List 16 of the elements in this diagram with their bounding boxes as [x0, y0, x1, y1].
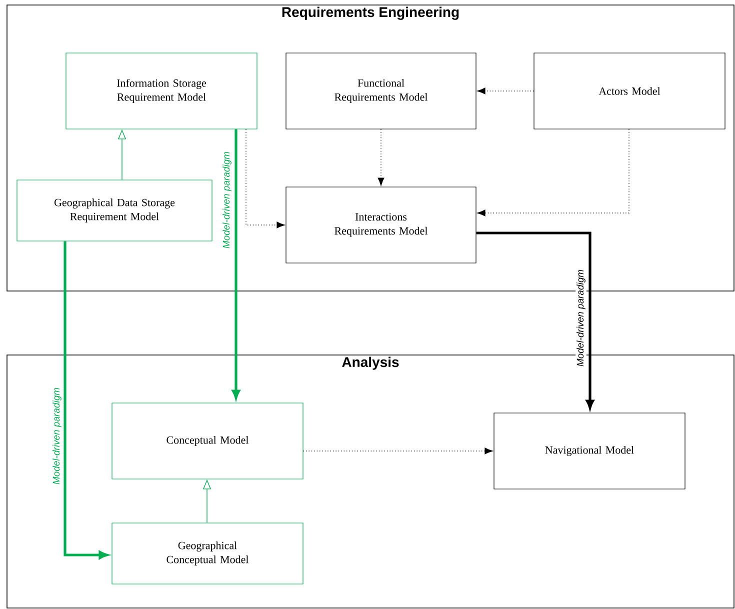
- arrow: [378, 128, 384, 186]
- edge-label: Model-driven paradigm: [52, 386, 62, 486]
- model-box: Information Storage Requirement Model: [66, 52, 258, 130]
- model-box: Geographical Data Storage Requirement Model: [16, 180, 212, 242]
- edge-label: Model-driven paradigm: [576, 268, 586, 368]
- model-box: Navigational Model: [494, 412, 686, 490]
- edge-label: Model-driven paradigm: [222, 150, 232, 250]
- model-box: Geographical Conceptual Model: [112, 522, 304, 584]
- arrow: [246, 128, 285, 228]
- arrow: [302, 448, 493, 454]
- arrow: [477, 128, 630, 216]
- model-box: Actors Model: [534, 52, 726, 130]
- model-box: Functional Requirements Model: [286, 52, 476, 130]
- model-box: Interactions Requirements Model: [286, 186, 476, 264]
- model-box: Conceptual Model: [112, 402, 304, 480]
- arrow: [477, 88, 534, 94]
